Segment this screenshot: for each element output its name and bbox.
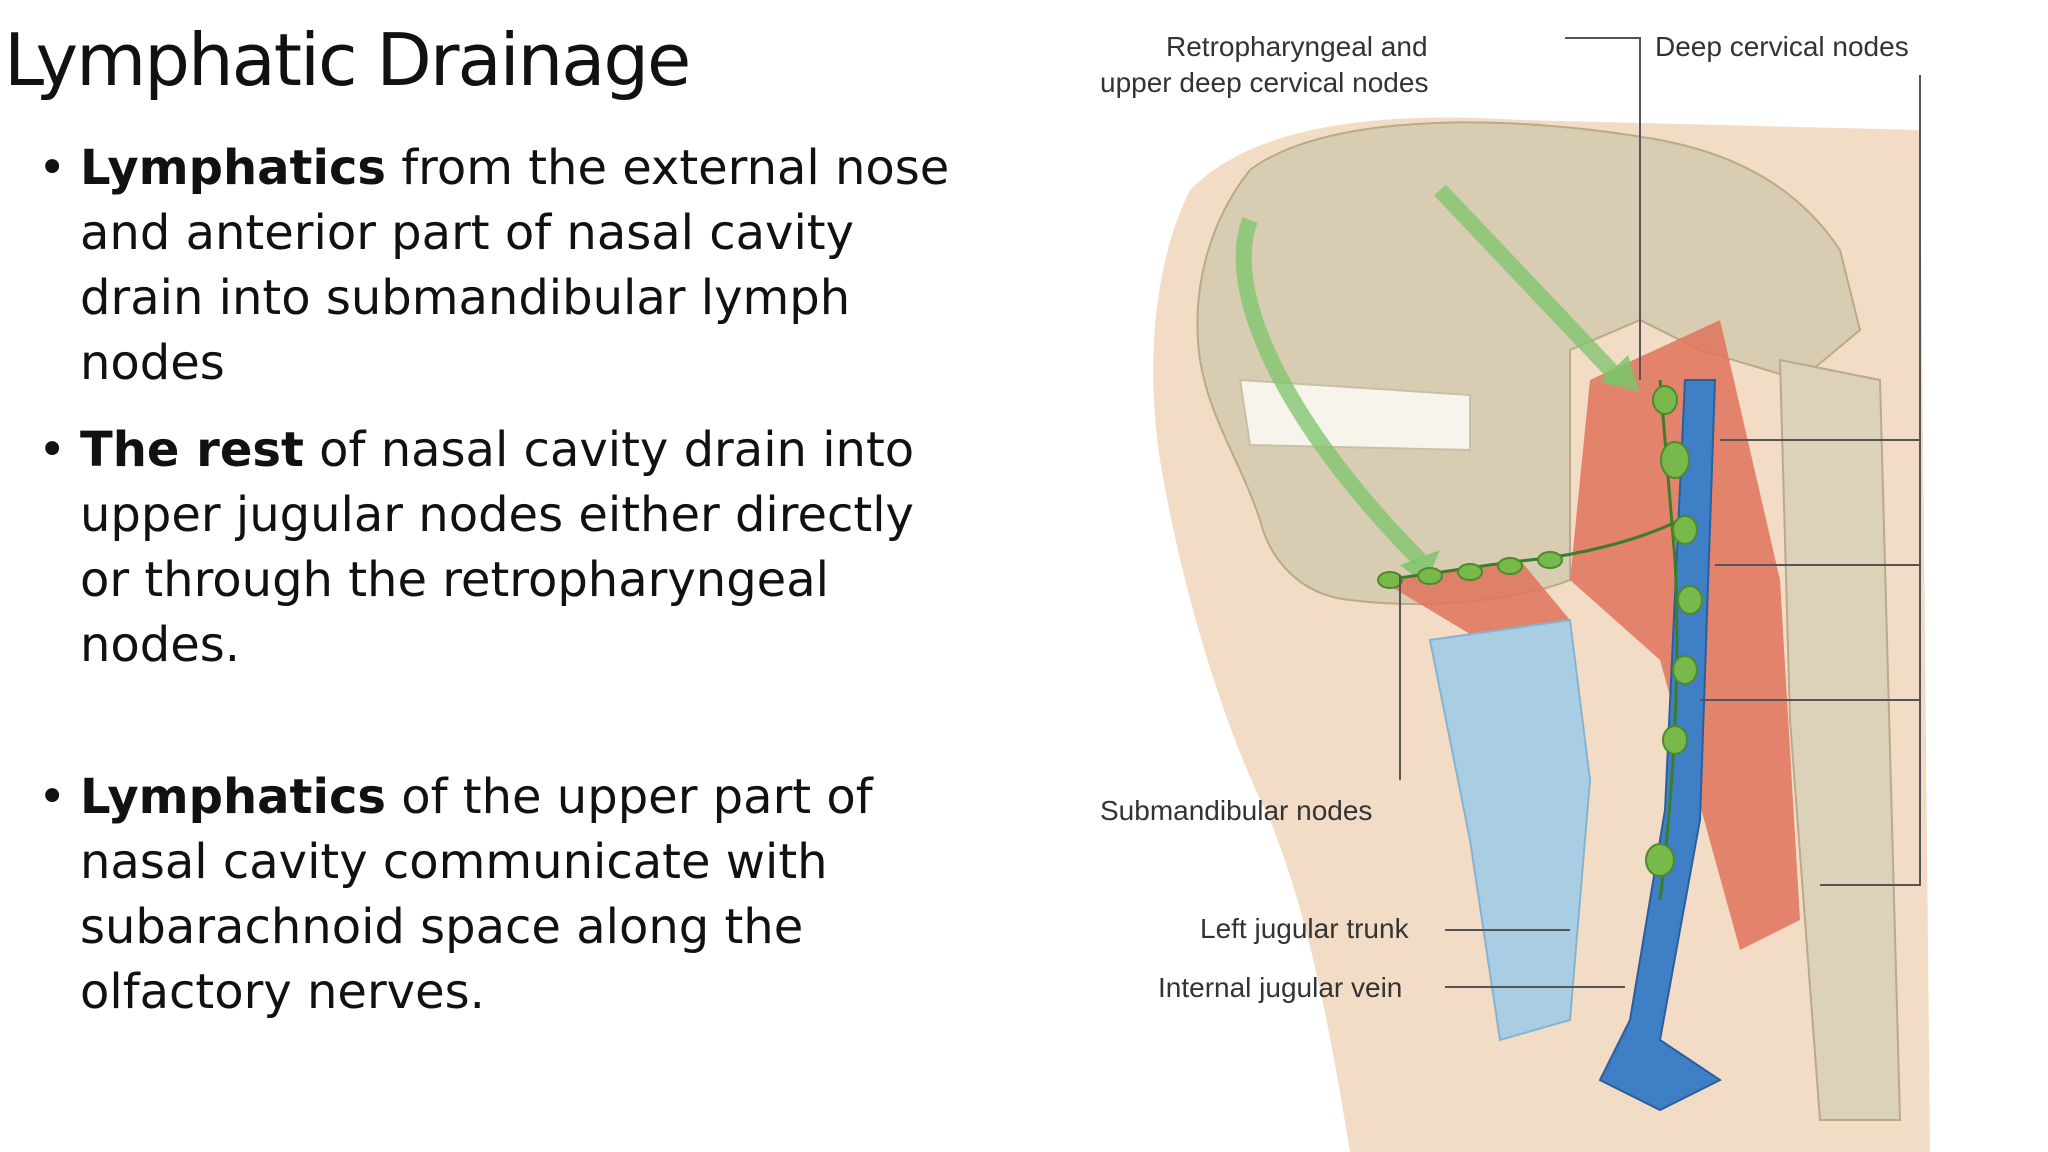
anatomy-illustration: Retropharyngeal and upper deep cervical … — [1100, 31, 1930, 1152]
submandibular-node — [1457, 563, 1483, 581]
leader-deep-cervical — [1820, 75, 1921, 886]
bullet-bold: Lymphatics — [80, 140, 386, 196]
bullet-text: of nasal cavity drain into upper jugular… — [80, 422, 915, 673]
drainage-arrow-posterior-head — [1600, 355, 1640, 392]
deep-cervical-node — [1672, 515, 1698, 545]
submandibular-node — [1417, 567, 1443, 585]
submandibular-node — [1377, 571, 1403, 589]
deep-cervical-node — [1652, 385, 1678, 415]
bullet-item: Lymphatics of the upper part of nasal ca… — [38, 765, 960, 1025]
label-internal-jugular: Internal jugular vein — [1158, 972, 1402, 1003]
label-retropharyngeal-line1: Retropharyngeal and — [1166, 31, 1428, 62]
bullet-text: of the upper part of nasal cavity commun… — [80, 769, 873, 1020]
deep-cervical-node — [1645, 843, 1675, 877]
drainage-arrow-anterior-head — [1400, 550, 1440, 585]
submandibular-node — [1537, 551, 1563, 569]
submandibular-node — [1497, 557, 1523, 575]
leader-retropharyngeal — [1565, 37, 1641, 380]
label-deep-cervical: Deep cervical nodes — [1655, 31, 1909, 62]
bullet-bold: The rest — [80, 422, 304, 478]
anatomy-figure: Retropharyngeal and upper deep cervical … — [1100, 20, 2000, 1152]
deep-cervical-node — [1660, 441, 1690, 479]
label-submandibular: Submandibular nodes — [1100, 795, 1372, 826]
bullet-text: from the external nose and anterior part… — [80, 140, 950, 391]
deep-cervical-node — [1672, 655, 1698, 685]
slide-title: Lymphatic Drainage — [4, 18, 691, 102]
deep-cervical-node — [1662, 725, 1688, 755]
label-left-jugular: Left jugular trunk — [1200, 913, 1410, 944]
deep-cervical-node — [1677, 585, 1703, 615]
drainage-arrow-posterior — [1434, 184, 1626, 386]
bullet-item: The rest of nasal cavity drain into uppe… — [38, 418, 960, 678]
cervical-spine — [1778, 358, 1902, 1121]
bullet-bold: Lymphatics — [80, 769, 386, 825]
drainage-arrow-anterior — [1235, 217, 1426, 566]
lymph-nodes — [1377, 385, 1703, 877]
label-leader-lines — [1399, 37, 1921, 988]
bullet-list: Lymphatics from the external nose and an… — [38, 136, 960, 1025]
larynx-cartilage — [1428, 618, 1592, 1042]
internal-jugular-vein — [1598, 379, 1722, 1112]
label-retropharyngeal-line2: upper deep cervical nodes — [1100, 67, 1428, 98]
bullet-item: Lymphatics from the external nose and an… — [38, 136, 960, 396]
